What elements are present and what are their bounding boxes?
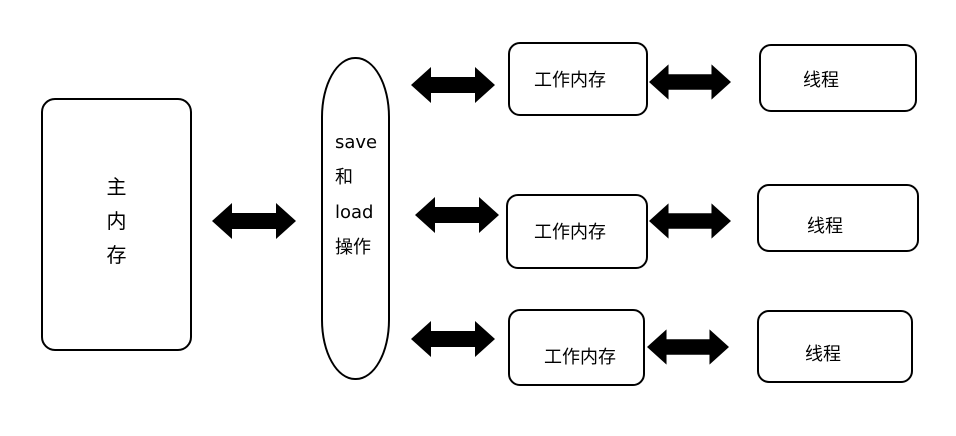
thread-label: 线程 (807, 216, 843, 237)
double-arrow-op-wm-1 (411, 67, 495, 103)
operation-line: save (335, 132, 378, 153)
thread-box: 线程 (757, 184, 919, 252)
working-memory-label: 工作内存 (534, 222, 606, 243)
thread-box: 线程 (757, 310, 913, 383)
operation-line: load (335, 202, 374, 223)
main-memory-box: 主 内 存 (41, 98, 192, 351)
double-arrow-op-wm-3 (411, 321, 495, 357)
main-memory-char: 主 (106, 175, 127, 199)
main-memory-char: 存 (106, 243, 127, 267)
thread-label: 线程 (805, 344, 841, 365)
working-memory-box: 工作内存 (508, 309, 645, 386)
working-memory-label: 工作内存 (534, 70, 606, 91)
double-arrow-wm-thread-1 (649, 64, 731, 100)
thread-label: 线程 (803, 70, 839, 91)
save-load-operation-box: save 和 load 操作 (321, 57, 390, 380)
double-arrow-op-wm-2 (415, 197, 499, 233)
working-memory-label: 工作内存 (544, 347, 616, 368)
main-memory-char: 内 (106, 209, 127, 233)
working-memory-box: 工作内存 (506, 194, 648, 269)
double-arrow-wm-thread-2 (649, 203, 731, 239)
main-memory-label: 主 内 存 (43, 170, 190, 272)
double-arrow-wm-thread-3 (647, 329, 729, 365)
operation-line: 和 (335, 167, 353, 188)
thread-box: 线程 (759, 44, 917, 112)
operation-label: save 和 load 操作 (335, 125, 377, 265)
operation-line: 操作 (335, 237, 371, 258)
double-arrow-main-op (212, 203, 296, 239)
working-memory-box: 工作内存 (508, 42, 648, 116)
